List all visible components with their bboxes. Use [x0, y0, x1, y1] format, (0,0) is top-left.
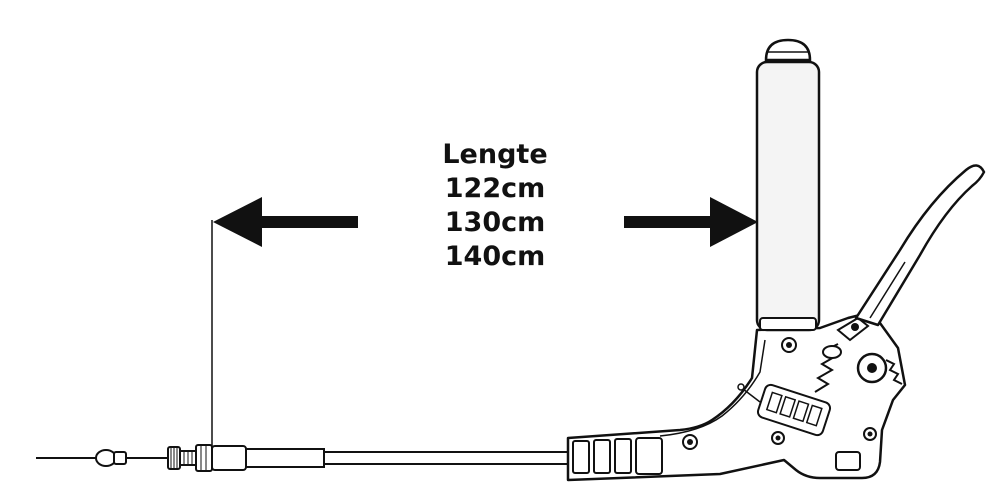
release-lever: [854, 164, 986, 327]
left-arrow: [213, 197, 358, 247]
cable-ferrule: [211, 445, 247, 471]
cable-housing: [245, 448, 573, 468]
right-arrow: [624, 197, 758, 247]
length-option-130: 130cm: [444, 207, 546, 238]
handle-tube: [755, 38, 821, 332]
length-title: Lengte: [442, 139, 548, 170]
length-option-122: 122cm: [444, 173, 546, 204]
length-option-140: 140cm: [444, 241, 546, 272]
adjuster-nut: [167, 444, 213, 472]
inner-wire: [36, 449, 168, 467]
brake-lever-body: [566, 310, 907, 482]
